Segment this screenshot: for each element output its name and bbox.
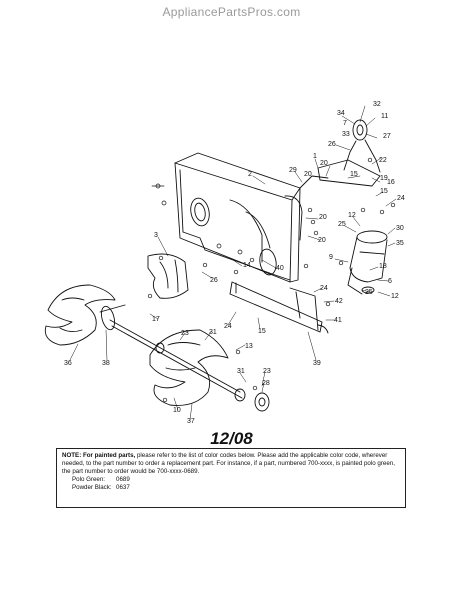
callout-label: 39 bbox=[313, 360, 321, 367]
color-name: Powder Black: bbox=[72, 484, 112, 491]
callout-label: 2 bbox=[248, 171, 252, 178]
callout-label: 32 bbox=[373, 101, 381, 108]
auger-housing bbox=[174, 152, 303, 283]
callout-label: 13 bbox=[245, 343, 253, 350]
callout-label: 12 bbox=[348, 212, 356, 219]
color-code: 0689 bbox=[116, 476, 130, 483]
callout-label: 24 bbox=[397, 195, 405, 202]
bearing-flange bbox=[254, 392, 270, 412]
frame-skid bbox=[229, 281, 329, 334]
callout-label: 10 bbox=[173, 407, 181, 414]
callout-label: 9 bbox=[329, 254, 333, 261]
note-label: NOTE: For painted parts, bbox=[62, 452, 136, 459]
callout-label: 35 bbox=[396, 240, 404, 247]
callout-label: 20 bbox=[320, 160, 328, 167]
impeller bbox=[147, 253, 189, 299]
callout-labels: 32 34 7 11 27 33 26 22 2 1 20 29 20 15 1… bbox=[64, 101, 405, 425]
callout-label: 11 bbox=[381, 113, 388, 120]
discharge-chute bbox=[347, 230, 388, 295]
callout-label: 33 bbox=[342, 131, 350, 138]
callout-label: 37 bbox=[187, 418, 195, 425]
auger-shaft bbox=[109, 319, 246, 402]
callout-label: 30 bbox=[396, 225, 404, 232]
callout-label: 41 bbox=[334, 317, 342, 324]
callout-label: 26 bbox=[328, 141, 336, 148]
callout-label: 16 bbox=[387, 179, 395, 186]
note-text: NOTE: For painted parts, please refer to… bbox=[62, 452, 400, 476]
callout-label: 24 bbox=[224, 323, 232, 330]
site-watermark: AppliancePartsPros.com bbox=[162, 5, 301, 19]
callout-label: 20 bbox=[318, 237, 326, 244]
color-code-row: Powder Black: 0637 bbox=[62, 484, 400, 492]
callout-label: 14 bbox=[243, 262, 251, 269]
callout-label: 38 bbox=[102, 360, 110, 367]
callout-label: 29 bbox=[289, 167, 297, 174]
callout-label: 15 bbox=[258, 328, 266, 335]
callout-label: 22 bbox=[379, 157, 387, 164]
callout-label: 31 bbox=[237, 368, 245, 375]
callout-label: 26 bbox=[210, 277, 218, 284]
callout-label: 12 bbox=[391, 293, 399, 300]
callout-label: 36 bbox=[64, 360, 72, 367]
callout-label: 18 bbox=[379, 263, 387, 270]
callout-label: 6 bbox=[388, 278, 392, 285]
callout-label: 17 bbox=[152, 316, 160, 323]
date-code: 12/08 bbox=[210, 429, 253, 448]
callout-label: 25 bbox=[365, 289, 373, 296]
callout-label: 19 bbox=[380, 175, 388, 182]
callout-label: 15 bbox=[350, 171, 358, 178]
callout-label: 23 bbox=[263, 368, 271, 375]
callout-label: 40 bbox=[276, 265, 284, 272]
callout-label: 1 bbox=[313, 153, 317, 160]
callout-label: 20 bbox=[304, 171, 312, 178]
callout-label: 31 bbox=[209, 329, 217, 336]
callout-label: 20 bbox=[319, 214, 327, 221]
exploded-parts-diagram: 32 34 7 11 27 33 26 22 2 1 20 29 20 15 1… bbox=[44, 101, 405, 425]
note-body: please refer to the list of color codes … bbox=[62, 452, 395, 475]
color-code-row: Polo Green: 0689 bbox=[62, 476, 400, 484]
right-auger bbox=[149, 329, 229, 406]
callout-label: 24 bbox=[320, 285, 328, 292]
color-code: 0637 bbox=[116, 484, 130, 491]
painted-parts-note: NOTE: For painted parts, please refer to… bbox=[56, 448, 406, 508]
callout-label: 28 bbox=[262, 380, 270, 387]
color-name: Polo Green: bbox=[72, 476, 106, 483]
callout-label: 3 bbox=[154, 232, 158, 239]
left-auger bbox=[44, 284, 126, 346]
callout-label: 15 bbox=[380, 188, 388, 195]
callout-label: 34 bbox=[337, 110, 345, 117]
callout-label: 27 bbox=[383, 133, 391, 140]
callout-label: 42 bbox=[335, 298, 343, 305]
drive-pulley bbox=[299, 119, 381, 189]
callout-label: 25 bbox=[338, 221, 346, 228]
callout-label: 23 bbox=[181, 330, 189, 337]
callout-label: 7 bbox=[343, 120, 347, 127]
